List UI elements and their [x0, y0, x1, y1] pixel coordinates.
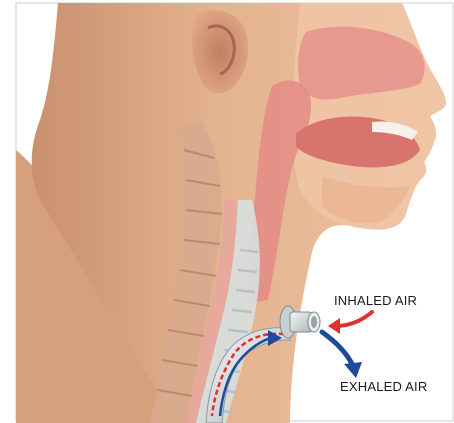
inhaled-arrow-icon — [328, 312, 372, 334]
exhaled-air-label: EXHALED AIR — [340, 380, 427, 393]
inhaled-air-label: INHALED AIR — [334, 294, 417, 307]
exhaled-arrow-icon — [322, 332, 362, 378]
